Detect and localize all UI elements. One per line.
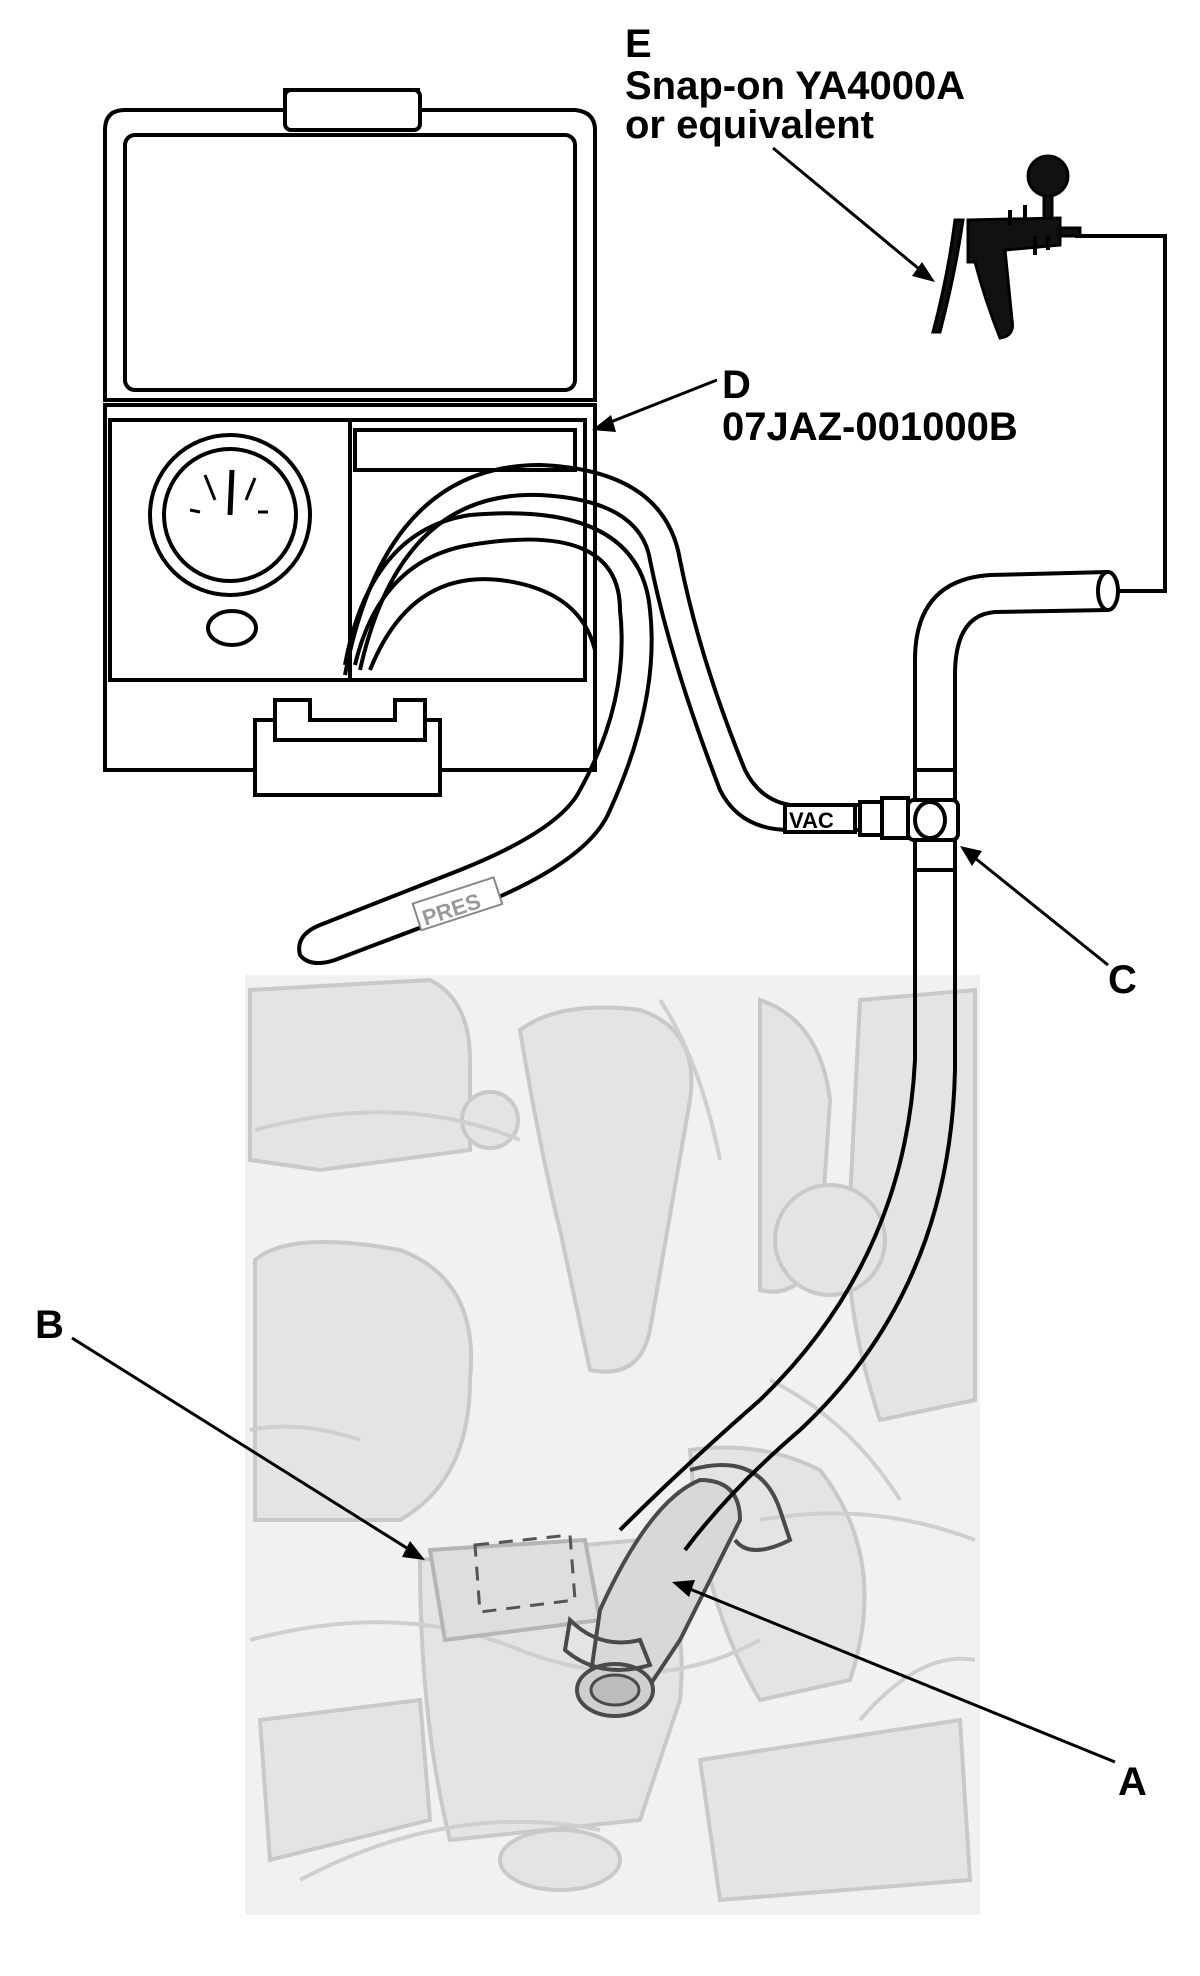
label-e-line1: Snap-on YA4000A [625, 64, 965, 108]
vacuum-pump [931, 154, 1082, 340]
label-a: A [1118, 1760, 1147, 1804]
hoses [297, 462, 910, 966]
label-e: E [625, 22, 652, 66]
label-e-line2: or equivalent [625, 103, 874, 147]
t-fitting [906, 768, 960, 872]
callout-leaders [71, 146, 1116, 1764]
engine-bay-illustration [245, 975, 980, 1915]
label-d-part: 07JAZ-001000B [722, 405, 1018, 449]
callout-arrowheads [402, 262, 982, 1597]
lower-hose [618, 870, 957, 1552]
label-d: D [722, 363, 751, 407]
vac-hose-tag: VAC [789, 808, 834, 833]
upper-hose [913, 234, 1167, 770]
tester-case [103, 88, 597, 797]
label-c: C [1108, 958, 1137, 1002]
label-b: B [35, 1303, 64, 1347]
